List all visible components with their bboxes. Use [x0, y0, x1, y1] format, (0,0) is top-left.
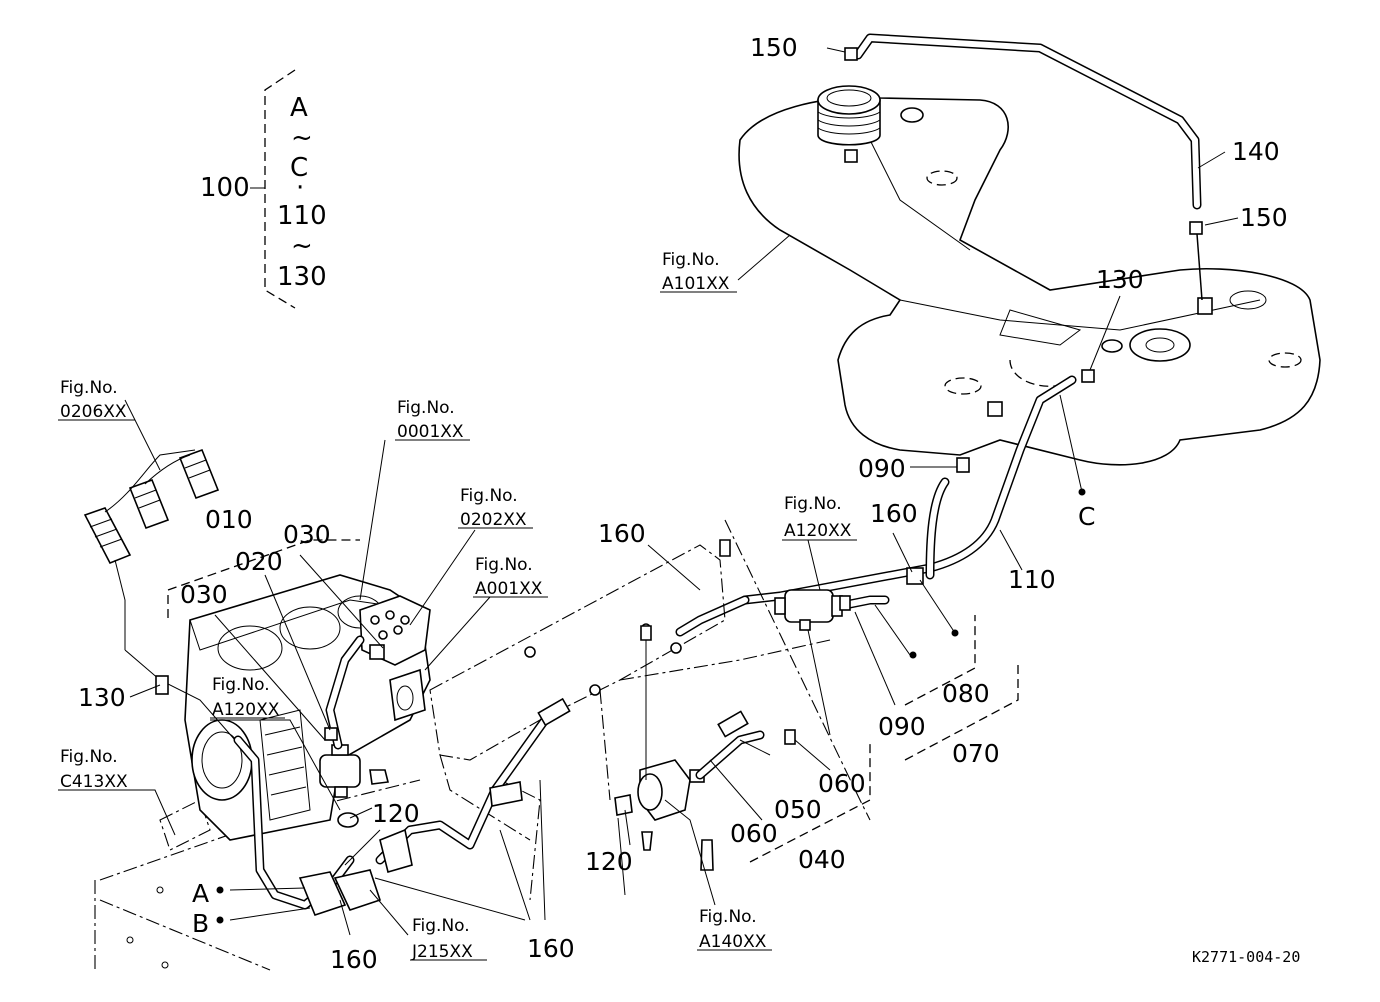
point-a: A	[192, 879, 209, 908]
svg-text:J215XX: J215XX	[411, 942, 473, 962]
clamp-090-upper-icon	[956, 457, 970, 473]
fuel-tank-drawing	[738, 85, 1321, 466]
bracket-item-tilde-1: ~	[291, 123, 313, 153]
bracket-item-110: 110	[277, 201, 327, 231]
callout-150-right: 150	[1240, 203, 1288, 232]
svg-text:A001XX: A001XX	[475, 579, 543, 599]
callout-060-right: 060	[818, 769, 866, 798]
breather-hose-140	[844, 33, 1203, 301]
callout-160-right: 160	[870, 499, 918, 528]
svg-text:Fig.No.: Fig.No.	[412, 916, 470, 936]
callout-150-top: 150	[750, 33, 798, 62]
fig-ref-a140xx: Fig.No. A140XX	[699, 907, 767, 952]
callout-020: 020	[235, 547, 283, 576]
callout-050: 050	[774, 795, 822, 824]
filler-cap-icon	[817, 85, 881, 163]
svg-text:Fig.No.: Fig.No.	[212, 675, 270, 695]
bracket-item-tilde-2: ~	[291, 231, 313, 261]
svg-text:Fig.No.: Fig.No.	[60, 378, 118, 398]
point-b: B	[192, 909, 209, 938]
svg-text:A120XX: A120XX	[212, 700, 280, 720]
callout-160-frame: 160	[598, 519, 646, 548]
callout-110: 110	[1008, 565, 1056, 594]
svg-text:0202XX: 0202XX	[460, 510, 527, 530]
clamp-130-tank-icon	[1081, 369, 1095, 383]
svg-text:Fig.No.: Fig.No.	[475, 555, 533, 575]
callout-030-left: 030	[180, 580, 228, 609]
leader-lines	[58, 47, 1239, 961]
chassis-frame-drawing	[94, 519, 871, 971]
grouping-brackets	[167, 69, 1019, 863]
callout-060-left: 060	[730, 819, 778, 848]
bracket-item-a: A	[290, 93, 308, 123]
reference-code: K2771-004-20	[1192, 948, 1300, 966]
fig-ref-0202xx: Fig.No. 0202XX	[460, 486, 527, 530]
svg-text:A140XX: A140XX	[699, 932, 767, 952]
callout-130-tank: 130	[1096, 265, 1144, 294]
callout-160-multi: 160	[527, 934, 575, 963]
fuel-filter-right-icon	[774, 589, 890, 631]
fig-ref-a120xx-left: Fig.No. A120XX	[212, 675, 280, 720]
svg-text:0001XX: 0001XX	[397, 422, 464, 442]
callout-140: 140	[1232, 137, 1280, 166]
svg-text:Fig.No.: Fig.No.	[397, 398, 455, 418]
clamp-160-right-icon	[906, 567, 924, 585]
svg-text:Fig.No.: Fig.No.	[662, 250, 720, 270]
callout-030-upper: 030	[283, 520, 331, 549]
svg-text:A101XX: A101XX	[662, 274, 730, 294]
fig-ref-0001xx: Fig.No. 0001XX	[397, 398, 464, 442]
svg-text:C413XX: C413XX	[60, 772, 128, 792]
callout-090-lower: 090	[878, 712, 926, 741]
fig-ref-0206xx: Fig.No. 0206XX	[60, 378, 127, 422]
callout-100: 100	[200, 173, 250, 203]
injector-nozzles-icon	[83, 448, 220, 650]
svg-text:Fig.No.: Fig.No.	[60, 747, 118, 767]
fuel-hose-left-assembly	[233, 697, 571, 916]
fuel-hose-110	[675, 375, 1077, 637]
svg-text:Fig.No.: Fig.No.	[699, 907, 757, 927]
callout-120-left: 120	[372, 799, 420, 828]
point-c: C	[1078, 502, 1095, 531]
bracket-item-dot: ·	[296, 173, 304, 203]
callout-160-bottom: 160	[330, 945, 378, 974]
callout-090-upper: 090	[858, 454, 906, 483]
callout-040: 040	[798, 845, 846, 874]
fig-ref-a101xx: Fig.No. A101XX	[662, 250, 730, 294]
svg-text:Fig.No.: Fig.No.	[460, 486, 518, 506]
callout-080: 080	[942, 679, 990, 708]
callout-130-left: 130	[78, 683, 126, 712]
callout-070: 070	[952, 739, 1000, 768]
svg-text:Fig.No.: Fig.No.	[784, 494, 842, 514]
svg-text:0206XX: 0206XX	[60, 402, 127, 422]
bracket-item-130: 130	[277, 262, 327, 292]
callout-010: 010	[205, 505, 253, 534]
fig-ref-a120xx-right: Fig.No. A120XX	[784, 494, 852, 541]
callout-120-right: 120	[585, 847, 633, 876]
bolts-icon	[369, 539, 731, 785]
fig-ref-j215xx: Fig.No. J215XX	[411, 916, 473, 962]
bracket-item-c: C	[290, 153, 308, 183]
svg-text:A120XX: A120XX	[784, 521, 852, 541]
fig-ref-c413xx: Fig.No. C413XX	[60, 747, 128, 792]
fig-ref-a001xx: Fig.No. A001XX	[475, 555, 543, 599]
